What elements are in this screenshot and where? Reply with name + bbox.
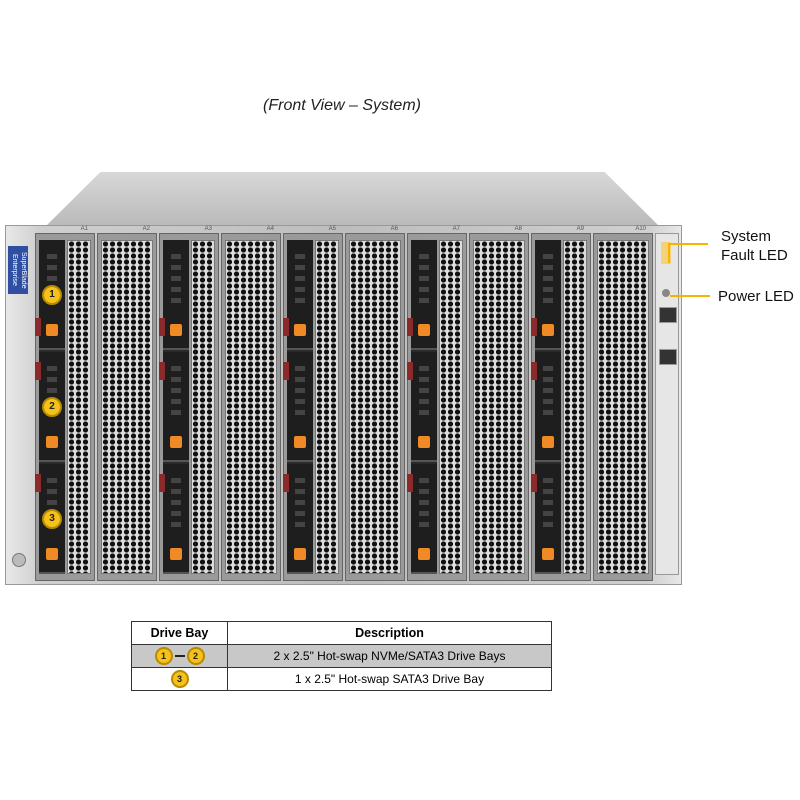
figure-caption: (Front View – System) [263, 97, 421, 114]
slot-label: A3 [204, 226, 212, 232]
drive-latch[interactable] [418, 324, 430, 336]
slot-a1[interactable]: A1 1 2 3 [35, 226, 95, 581]
slot-label: A9 [576, 226, 584, 232]
drive-bay-3[interactable] [159, 464, 189, 574]
drive-badge: 3 [170, 670, 189, 688]
slot-label: A5 [328, 226, 336, 232]
drive-bay-3[interactable] [531, 464, 561, 574]
drive-bay-2[interactable]: 2 [35, 352, 65, 462]
description-cell: 2 x 2.5" Hot-swap NVMe/SATA3 Drive Bays [227, 644, 552, 668]
slot-a4[interactable]: A4 [221, 226, 281, 581]
drive-latch[interactable] [170, 548, 182, 560]
header-drive-bay: Drive Bay [131, 621, 228, 645]
chassis-top [45, 172, 660, 227]
slot-label: A8 [514, 226, 522, 232]
slot-label: A2 [142, 226, 150, 232]
drive-badge: 1 [154, 647, 173, 665]
slot-label: A1 [80, 226, 88, 232]
drive-badge: 2 [42, 397, 62, 417]
drive-column [531, 240, 561, 574]
slot-a8[interactable]: A8 [469, 226, 529, 581]
vent-mesh [101, 240, 153, 574]
drive-column [283, 240, 313, 574]
vent-mesh [473, 240, 525, 574]
drive-bay-1[interactable] [407, 240, 437, 350]
slot-a5[interactable]: A5 [283, 226, 343, 581]
drive-bay-2[interactable] [531, 352, 561, 462]
drive-bay-3[interactable] [283, 464, 313, 574]
drive-latch[interactable] [294, 436, 306, 448]
drive-latch[interactable] [542, 324, 554, 336]
system-fault-led [661, 242, 671, 264]
vent-mesh [67, 240, 91, 574]
header-description: Description [227, 621, 552, 645]
superblade-logo: SuperBlade Enterprise [8, 246, 28, 294]
drive-latch[interactable] [170, 436, 182, 448]
drive-latch[interactable] [294, 548, 306, 560]
drive-latch[interactable] [46, 548, 58, 560]
drive-badge: 2 [186, 647, 205, 665]
slot-label: A7 [452, 226, 460, 232]
drive-column [159, 240, 189, 574]
power-led-label: Power LED [718, 288, 794, 305]
vent-mesh [439, 240, 463, 574]
drive-column: 1 2 3 [35, 240, 65, 574]
table-row: 3 1 x 2.5" Hot-swap SATA3 Drive Bay [131, 667, 552, 691]
drive-bay-1[interactable] [531, 240, 561, 350]
drive-latch[interactable] [294, 324, 306, 336]
drive-latch[interactable] [170, 324, 182, 336]
drive-bay-2[interactable] [283, 352, 313, 462]
drive-bay-2[interactable] [159, 352, 189, 462]
chassis-management-module [655, 233, 679, 575]
vent-mesh [191, 240, 215, 574]
vent-mesh [349, 240, 401, 574]
drive-latch[interactable] [542, 548, 554, 560]
vent-mesh [315, 240, 339, 574]
drive-latch[interactable] [46, 436, 58, 448]
slot-a2[interactable]: A2 [97, 226, 157, 581]
slot-a6[interactable]: A6 [345, 226, 405, 581]
drive-badge: 3 [42, 509, 62, 529]
description-cell: 1 x 2.5" Hot-swap SATA3 Drive Bay [227, 667, 552, 691]
drive-badge: 1 [42, 285, 62, 305]
drive-bay-3[interactable]: 3 [35, 464, 65, 574]
vent-mesh [225, 240, 277, 574]
drive-latch[interactable] [46, 324, 58, 336]
slot-a9[interactable]: A9 [531, 226, 591, 581]
slot-label: A6 [390, 226, 398, 232]
vent-mesh [597, 240, 649, 574]
system-fault-led-label: System Fault LED [721, 228, 788, 264]
ethernet-port[interactable] [659, 349, 677, 365]
slot-label: A4 [266, 226, 274, 232]
drive-latch[interactable] [418, 548, 430, 560]
screw-icon [12, 553, 26, 567]
vent-mesh [563, 240, 587, 574]
slot-label: A10 [635, 226, 646, 232]
drive-bay-3[interactable] [407, 464, 437, 574]
drive-bay-1[interactable]: 1 [35, 240, 65, 350]
ethernet-port[interactable] [659, 307, 677, 323]
drive-bay-2[interactable] [407, 352, 437, 462]
slot-a3[interactable]: A3 [159, 226, 219, 581]
drive-latch[interactable] [542, 436, 554, 448]
slot-a7[interactable]: A7 [407, 226, 467, 581]
power-led [662, 289, 670, 297]
drive-column [407, 240, 437, 574]
drive-bay-1[interactable] [159, 240, 189, 350]
drive-latch[interactable] [418, 436, 430, 448]
slot-a10[interactable]: A10 [593, 226, 653, 581]
drive-bay-1[interactable] [283, 240, 313, 350]
